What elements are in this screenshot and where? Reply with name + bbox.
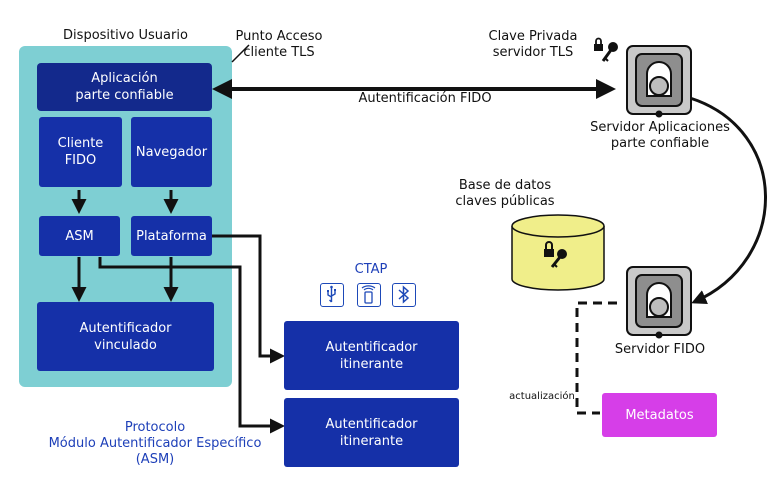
app-server-label: Servidor Aplicaciones parte confiable bbox=[575, 120, 745, 152]
roaming-auth-2-label: Autentificador itinerante bbox=[325, 416, 418, 449]
platform-to-roaming1-arrow bbox=[211, 234, 285, 364]
fido-server-icon bbox=[626, 266, 692, 339]
platform-box-label: Plataforma bbox=[136, 228, 207, 244]
private-key-icon bbox=[594, 37, 618, 62]
asm-box: ASM bbox=[39, 216, 120, 256]
fido-server-label: Servidor FIDO bbox=[614, 342, 706, 357]
metadata-box: Metadatos bbox=[602, 393, 717, 437]
usb-icon bbox=[320, 283, 344, 307]
bound-auth-label: Autentificador vinculado bbox=[79, 320, 172, 353]
client-box-label: Cliente FIDO bbox=[57, 136, 104, 168]
nfc-icon bbox=[357, 283, 381, 307]
metadata-label: Metadatos bbox=[625, 407, 694, 423]
browser-box: Navegador bbox=[131, 117, 212, 187]
fido-auth-label: Autentificación FIDO bbox=[358, 91, 492, 106]
roaming-authenticator-2: Autentificador itinerante bbox=[284, 398, 459, 467]
roaming-auth-1-label: Autentificador itinerante bbox=[325, 339, 418, 372]
device-title: Dispositivo Usuario bbox=[63, 28, 188, 43]
private-key-label: Clave Privada servidor TLS bbox=[478, 29, 588, 61]
app-box-label: Aplicación parte confiable bbox=[75, 71, 174, 103]
bound-authenticator-box: Autentificador vinculado bbox=[37, 302, 214, 371]
asm-box-label: ASM bbox=[65, 228, 94, 244]
protocol-label: Protocolo Módulo Autentificador Específi… bbox=[30, 420, 280, 468]
protocol-text: Protocolo Módulo Autentificador Específi… bbox=[48, 420, 262, 467]
private-key-text: Clave Privada servidor TLS bbox=[488, 29, 578, 60]
database-cylinder bbox=[511, 214, 605, 291]
update-dashed-line bbox=[575, 301, 617, 415]
platform-box: Plataforma bbox=[131, 216, 212, 256]
roaming-authenticator-1: Autentificador itinerante bbox=[284, 321, 459, 390]
update-label: actualización bbox=[509, 391, 575, 402]
bluetooth-icon bbox=[392, 283, 416, 307]
db-lock-key-icon bbox=[544, 241, 567, 268]
access-point-label: Punto Acceso cliente TLS bbox=[213, 29, 345, 61]
fido-client-box: Cliente FIDO bbox=[39, 117, 122, 187]
app-server-text: Servidor Aplicaciones parte confiable bbox=[590, 120, 730, 151]
browser-box-label: Navegador bbox=[135, 144, 208, 160]
asm-to-roaming2-arrow bbox=[98, 257, 285, 434]
database-text: Base de datos claves públicas bbox=[455, 178, 555, 209]
relying-party-app-box: Aplicación parte confiable bbox=[37, 63, 212, 111]
ctap-label: CTAP bbox=[354, 262, 388, 277]
app-to-fido-server-arrow bbox=[689, 96, 767, 305]
access-point-text: Punto Acceso cliente TLS bbox=[235, 29, 323, 60]
access-point-pointer bbox=[231, 44, 250, 63]
database-label: Base de datos claves públicas bbox=[440, 178, 570, 210]
app-server-icon bbox=[626, 45, 692, 118]
